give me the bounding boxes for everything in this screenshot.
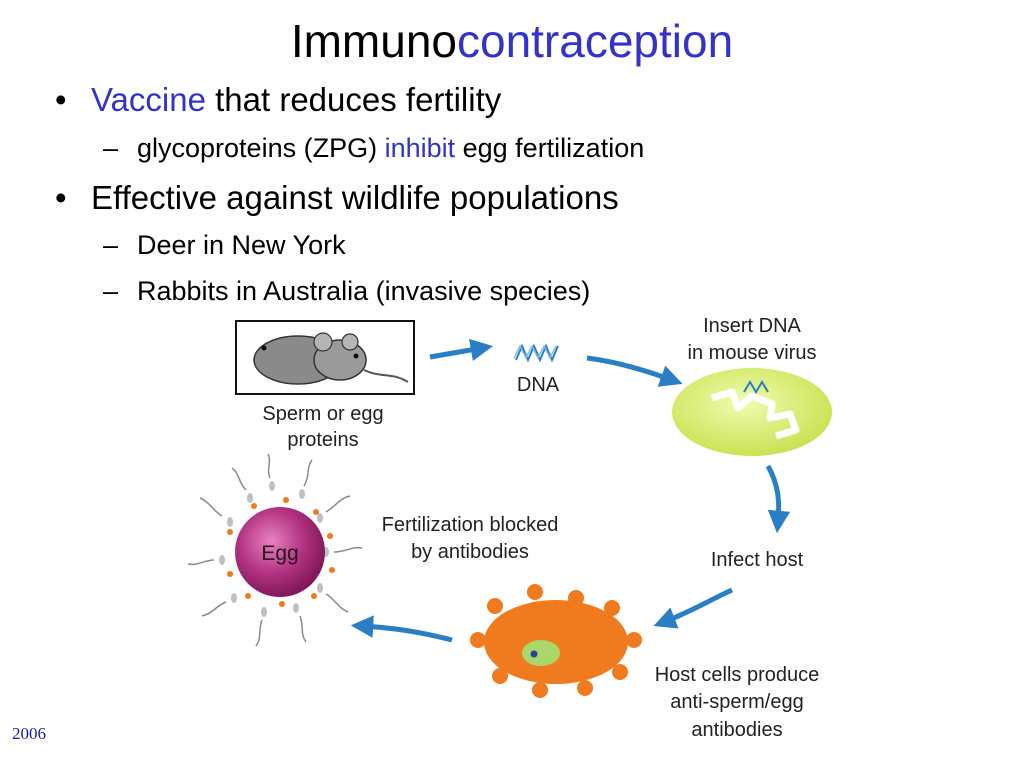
dna-icon <box>513 343 559 363</box>
host-cells-label-3: antibodies <box>691 719 782 741</box>
sperm-egg-label-2: proteins <box>287 429 358 451</box>
arrow-virus-to-host <box>765 464 791 534</box>
sub-dash: – <box>103 276 119 306</box>
host-cells-label-2: anti-sperm/egg <box>670 691 803 713</box>
mouse-picture <box>235 320 415 395</box>
insert-dna-label-1: Insert DNA <box>703 315 801 337</box>
sub-glyco-pre: glycoproteins (ZPG) <box>137 133 385 163</box>
bullet-dot: • <box>55 179 67 216</box>
egg-with-sperm <box>187 453 363 647</box>
sub-deer-text: Deer in New York <box>137 230 346 260</box>
bullet-effective-text: Effective against wildlife populations <box>91 179 619 216</box>
bullet-effective: • Effective against wildlife populations <box>55 178 619 218</box>
title-part-1: Immuno <box>290 15 457 67</box>
bullet-vaccine-text: that reduces fertility <box>205 81 502 118</box>
bullet-vaccine: • Vaccine that reduces fertility <box>55 80 502 120</box>
infect-host-label: Infect host <box>711 549 804 571</box>
sperm-egg-label-1: Sperm or egg <box>262 403 383 425</box>
insert-dna-label-2: in mouse virus <box>688 342 817 364</box>
bullet-vaccine-accent: Vaccine <box>91 81 206 118</box>
sub-dash: – <box>103 230 119 260</box>
egg-label: Egg <box>261 542 298 565</box>
sub-glyco-accent: inhibit <box>384 133 456 163</box>
arrow-antibodies-to-egg <box>350 615 453 643</box>
year-footer: 2006 <box>12 724 46 743</box>
subbullet-rabbits: – Rabbits in Australia (invasive species… <box>103 274 591 308</box>
fertilization-blocked-label-1: Fertilization blocked <box>382 514 559 536</box>
mouse-virus <box>672 368 832 456</box>
sub-rabbits-text: Rabbits in Australia (invasive species) <box>137 276 591 306</box>
fertilization-blocked-label-2: by antibodies <box>411 541 529 563</box>
host-cells-label-1: Host cells produce <box>655 664 820 686</box>
dna-label: DNA <box>517 374 560 396</box>
bullet-dot: • <box>55 81 67 118</box>
subbullet-deer: – Deer in New York <box>103 228 346 262</box>
slide-title: Immunocontraception <box>0 14 1024 68</box>
sub-dash: – <box>103 133 119 163</box>
subbullet-glycoproteins: – glycoproteins (ZPG) inhibit egg fertil… <box>103 131 645 165</box>
arrow-proteins-to-dna <box>429 338 494 362</box>
arrow-host-infected <box>653 587 734 629</box>
title-part-2: contraception <box>456 15 734 67</box>
host-cell <box>470 584 642 698</box>
arrow-dna-to-virus <box>586 355 683 387</box>
sub-glyco-post: egg fertilization <box>455 133 645 163</box>
